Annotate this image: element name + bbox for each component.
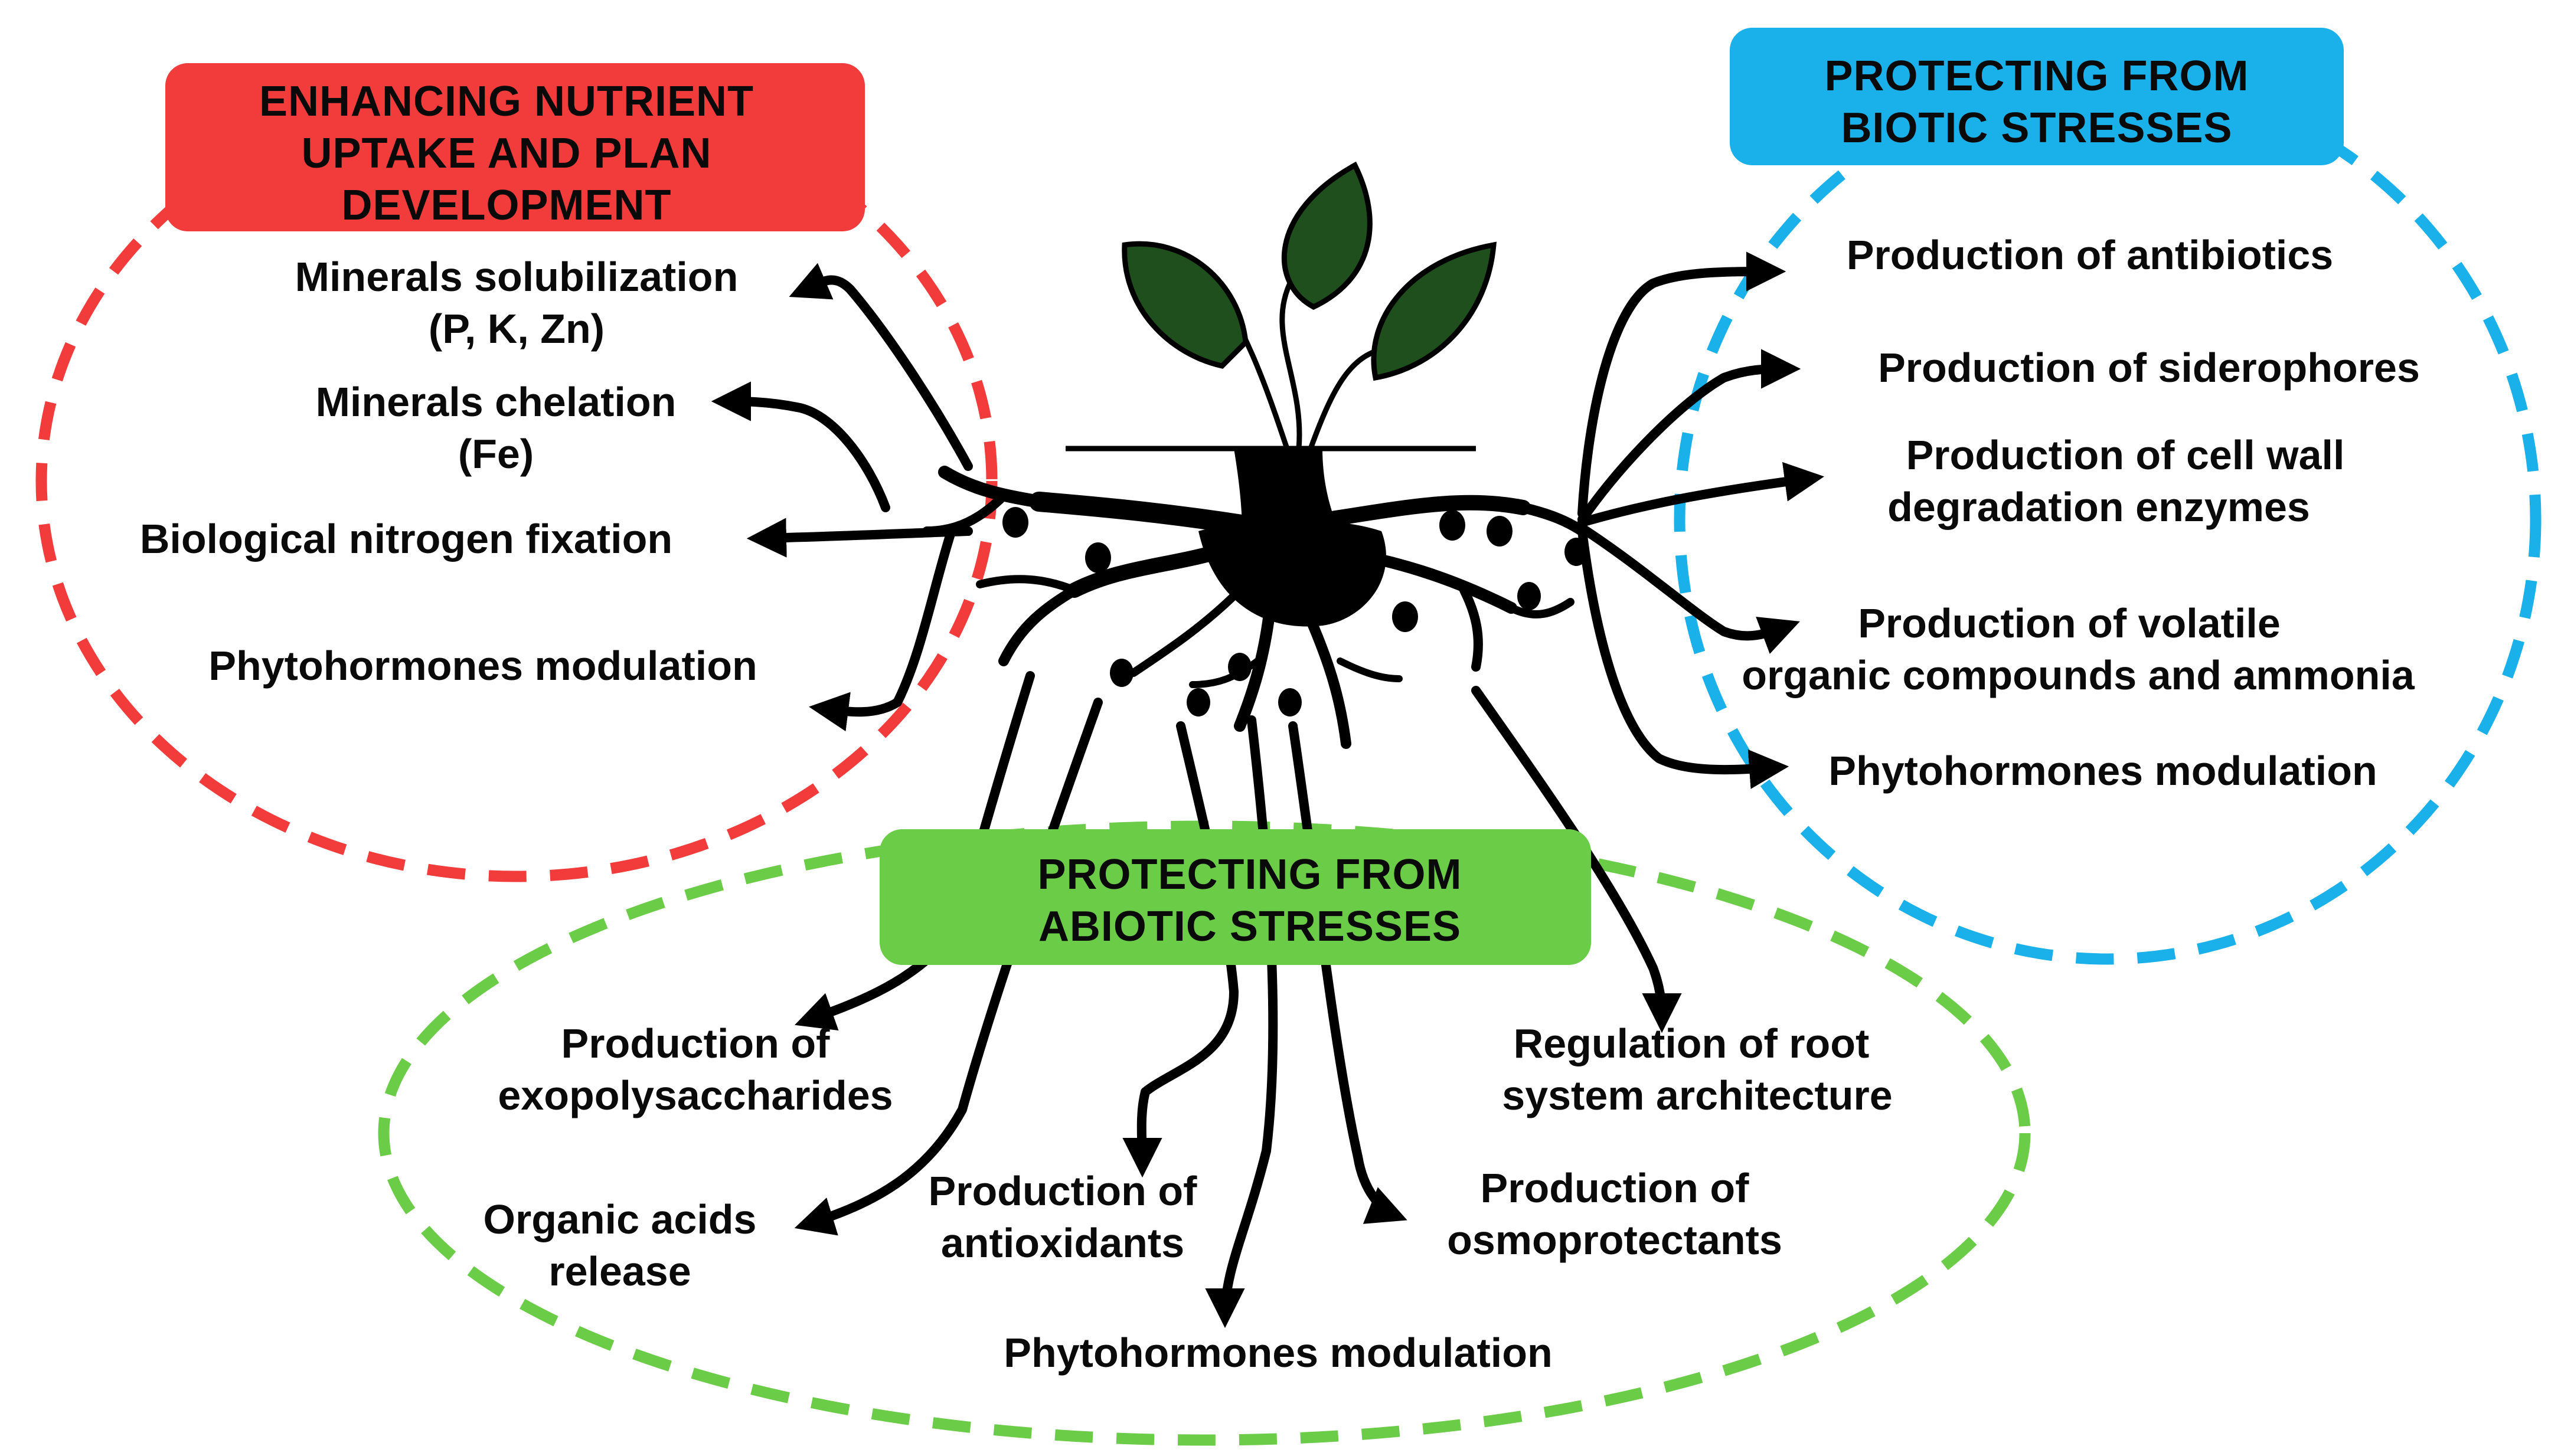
label-organic-acids: Organic acids (484, 1196, 757, 1242)
biotic-labels: Production of antibiotics Production of … (1742, 232, 2420, 794)
biotic-header-box (1730, 28, 2344, 165)
label-siderophores: Production of siderophores (1878, 345, 2420, 391)
label-minerals-solubilization: (P, K, Zn) (429, 306, 605, 352)
arrow-volatile-compounds (1577, 523, 1800, 654)
leaf (1371, 241, 1497, 381)
label-cell-wall-enzymes: degradation enzymes (1887, 484, 2310, 530)
label-minerals-chelation: Minerals chelation (316, 379, 677, 425)
biotic-header-line: PROTECTING FROM (1825, 53, 2249, 100)
arrow-siderophores (1577, 349, 1801, 524)
label-osmoprotectants: osmoprotectants (1447, 1217, 1782, 1263)
biotic-header-line: BIOTIC STRESSES (1841, 104, 2232, 152)
nutrient-header-line: DEVELOPMENT (341, 182, 671, 229)
nutrient-header: ENHANCING NUTRIENT UPTAKE AND PLAN DEVEL… (165, 63, 865, 231)
stem (1279, 274, 1302, 451)
arrow-cell-wall-enzymes (1577, 462, 1824, 527)
root-mass (1198, 520, 1386, 627)
arrow-root-architecture (1471, 686, 1682, 1033)
label-abiotic-phytohormones: Phytohormones modulation (1004, 1330, 1552, 1376)
plant-illustration (922, 161, 1588, 749)
arrow-biotic-phytohormones (1577, 526, 1789, 789)
nutrient-arrows (711, 263, 973, 732)
label-biotic-phytohormones: Phytohormones modulation (1828, 748, 2377, 794)
arrow-nitrogen-fixation (746, 518, 973, 558)
nutrient-header-box (165, 63, 865, 231)
leaf (1122, 241, 1249, 369)
label-organic-acids: release (548, 1248, 691, 1294)
abiotic-header-box (880, 829, 1591, 965)
label-exopolysaccharides: Production of (561, 1020, 831, 1066)
arrow-antibiotics (1577, 251, 1786, 518)
arrow-nutrient-phytohormones (808, 529, 955, 732)
label-antioxidants: antioxidants (941, 1220, 1184, 1266)
label-volatile-compounds: Production of volatile (1858, 600, 2281, 646)
abiotic-header-line: ABIOTIC STRESSES (1038, 903, 1461, 950)
nutrient-header-line: ENHANCING NUTRIENT (259, 78, 754, 125)
label-volatile-compounds: organic compounds and ammonia (1742, 652, 2415, 698)
nutrient-header-line: UPTAKE AND PLAN (302, 130, 712, 177)
label-minerals-solubilization: Minerals solubilization (295, 254, 739, 300)
arrow-minerals-solubilization (789, 263, 973, 471)
label-nutrient-phytohormones: Phytohormones modulation (208, 643, 757, 689)
label-antibiotics: Production of antibiotics (1847, 232, 2333, 278)
abiotic-labels: Production of exopolysaccharides Organic… (484, 1020, 1893, 1376)
label-root-architecture: system architecture (1502, 1072, 1892, 1118)
label-antioxidants: Production of (929, 1168, 1198, 1214)
biotic-arrows (1577, 251, 1824, 789)
abiotic-header: PROTECTING FROM ABIOTIC STRESSES (880, 829, 1591, 965)
label-root-architecture: Regulation of root (1514, 1020, 1870, 1066)
biotic-header: PROTECTING FROM BIOTIC STRESSES (1730, 28, 2344, 165)
label-osmoprotectants: Production of (1481, 1165, 1750, 1211)
arrow-osmoprotectants (1288, 721, 1407, 1224)
abiotic-header-line: PROTECTING FROM (1038, 851, 1462, 898)
label-exopolysaccharides: exopolysaccharides (498, 1072, 893, 1118)
arrow-minerals-chelation (711, 381, 890, 512)
label-minerals-chelation: (Fe) (458, 431, 534, 477)
label-nitrogen-fixation: Biological nitrogen fixation (140, 516, 672, 562)
label-cell-wall-enzymes: Production of cell wall (1906, 432, 2345, 478)
leaf (1281, 161, 1373, 310)
nutrient-labels: Minerals solubilization (P, K, Zn) Miner… (140, 254, 757, 689)
